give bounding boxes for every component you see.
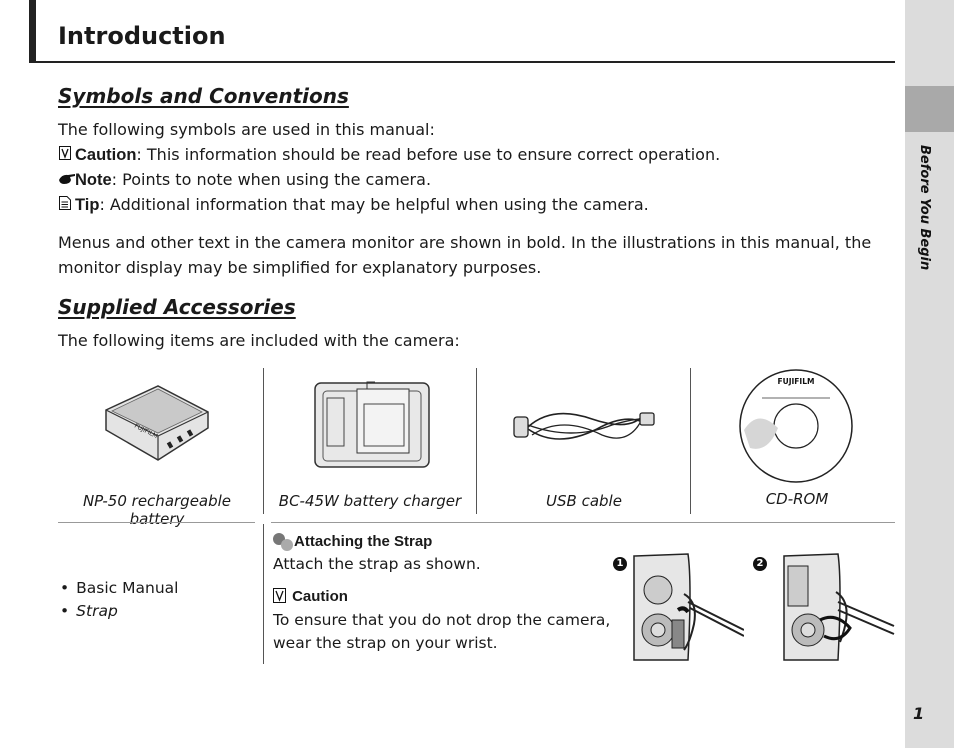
symbols-intro: The following symbols are used in this m… — [58, 120, 435, 139]
strap-caution-text: To ensure that you do not drop the camer… — [273, 611, 611, 652]
grid-divider — [263, 368, 264, 514]
note-text: : Points to note when using the camera. — [111, 170, 432, 189]
caution-text: : This information should be read before… — [136, 145, 721, 164]
cd-brand: FUJIFILM — [778, 377, 815, 386]
charger-icon — [314, 381, 430, 468]
caution-line: Caution: This information should be read… — [58, 142, 720, 168]
camera-strap-step1-illustration — [633, 553, 744, 661]
list-item: Strap — [58, 600, 178, 623]
accessory-list: Basic Manual Strap — [58, 577, 178, 623]
tip-line: Tip: Additional information that may be … — [58, 192, 649, 218]
camera-strap-step2-illustration — [783, 553, 895, 661]
note-label: Note — [75, 171, 112, 189]
strap-caution-label: Caution — [292, 588, 348, 605]
list-item: Basic Manual — [58, 577, 178, 600]
sidebar-tab — [905, 86, 954, 132]
page-number: 1 — [913, 704, 925, 723]
tip-text: : Additional information that may be hel… — [99, 195, 649, 214]
pointing-hand-icon — [58, 167, 75, 192]
battery-caption: NP-50 rechargeable battery — [82, 492, 232, 528]
row-divider — [271, 522, 895, 523]
header-rule — [29, 61, 895, 63]
caution-label: Caution — [75, 146, 137, 164]
note-line: Note: Points to note when using the came… — [58, 167, 431, 193]
strap-caution-row: Caution — [273, 586, 348, 605]
symbols-heading: Symbols and Conventions — [58, 84, 349, 108]
charger-caption: BC-45W battery charger — [278, 492, 462, 510]
usb-cable-caption: USB cable — [546, 492, 622, 510]
usb-cable-icon — [513, 412, 655, 440]
row-divider — [58, 522, 255, 523]
menus-paragraph: Menus and other text in the camera monit… — [58, 233, 872, 277]
strap-text: Attach the strap as shown. — [273, 555, 481, 573]
caution-icon — [273, 588, 286, 603]
tip-icon — [58, 192, 72, 217]
gears-icon — [273, 532, 293, 551]
cd-rom-caption: CD-ROM — [765, 490, 829, 508]
accessories-heading: Supplied Accessories — [58, 295, 296, 319]
cd-rom-icon: FUJIFILM — [739, 369, 853, 483]
grid-divider — [263, 524, 264, 664]
grid-divider — [476, 368, 477, 514]
side-label: Before You Begin — [917, 145, 932, 271]
strap-heading-row: Attaching the Strap — [272, 531, 432, 552]
grid-divider — [690, 368, 691, 514]
tip-label: Tip — [75, 196, 100, 214]
page-title: Introduction — [58, 22, 226, 50]
header-bar — [29, 0, 36, 62]
step-1-badge: 1 — [613, 557, 627, 571]
step-2-badge: 2 — [753, 557, 767, 571]
strap-heading: Attaching the Strap — [294, 533, 433, 550]
battery-icon: FUJIFILM — [105, 385, 209, 461]
sidebar: Before You Begin — [905, 0, 954, 748]
caution-icon — [58, 142, 72, 167]
accessories-intro: The following items are included with th… — [58, 331, 460, 350]
